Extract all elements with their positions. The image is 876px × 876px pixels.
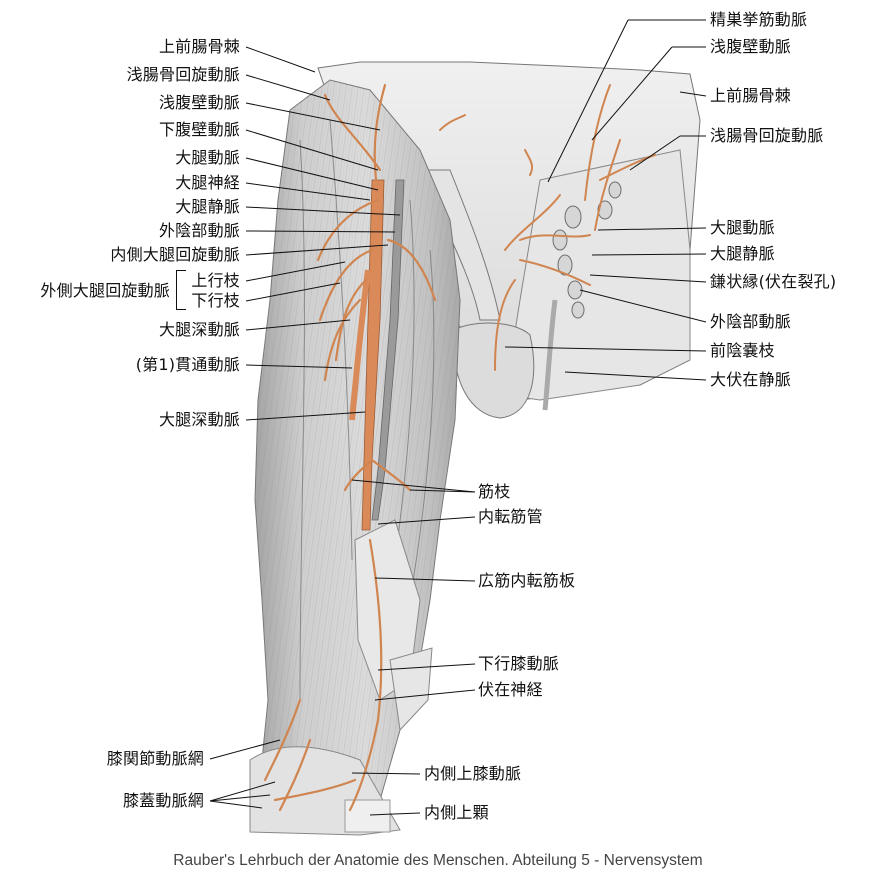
label-superficial-epigastric-artery-left: 浅腹壁動脈 [158, 93, 240, 112]
label-medial-circumflex-femoral-artery: 内側大腿回旋動脈 [110, 245, 240, 264]
label-superficial-circumflex-iliac-artery-right: 浅腸骨回旋動脈 [710, 126, 824, 145]
label-falciform-margin: 鎌状縁(伏在裂孔) [710, 272, 837, 291]
label-deep-femoral-artery-upper: 大腿深動脈 [158, 320, 240, 339]
label-vastoadductor-membrane: 広筋内転筋板 [478, 571, 576, 590]
label-lateral-circumflex-femoral-artery: 外側大腿回旋動脈 [40, 281, 170, 300]
label-inferior-epigastric-artery: 下腹壁動脈 [158, 120, 240, 139]
femoral-artery-vessel [361, 179, 385, 531]
label-patellar-network: 膝蓋動脈網 [122, 791, 204, 810]
leader-lines [209, 19, 707, 816]
label-anterior-superior-iliac-spine-left: 上前腸骨棘 [158, 37, 240, 56]
label-great-saphenous-vein: 大伏在静脈 [710, 370, 792, 389]
scrotum [453, 322, 535, 419]
source-caption: Rauber's Lehrbuch der Anatomie des Mensc… [173, 852, 703, 869]
femoral-vein-vessel [371, 179, 405, 521]
label-adductor-canal: 内転筋管 [478, 507, 543, 526]
label-femoral-nerve: 大腿神経 [175, 173, 240, 192]
label-anterior-scrotal-branches: 前陰嚢枝 [710, 341, 775, 360]
label-femoral-vein-left: 大腿静脈 [175, 197, 240, 216]
label-anterior-superior-iliac-spine-right: 上前腸骨棘 [710, 86, 792, 105]
arterial-branches [263, 83, 437, 812]
label-muscular-branches: 筋枝 [478, 482, 511, 501]
label-superficial-circumflex-iliac-artery-left: 浅腸骨回旋動脈 [126, 65, 240, 84]
label-medial-epicondyle: 内側上顆 [424, 803, 489, 822]
label-femoral-artery-left: 大腿動脈 [175, 148, 240, 167]
label-femoral-artery-right: 大腿動脈 [710, 218, 775, 237]
label-cremasteric-artery: 精巣挙筋動脈 [710, 10, 808, 29]
label-superficial-epigastric-artery-right: 浅腹壁動脈 [710, 37, 792, 56]
lymph-nodes [552, 181, 622, 319]
label-external-pudendal-artery-left: 外陰部動脈 [158, 221, 240, 240]
label-saphenous-nerve: 伏在神経 [478, 680, 543, 699]
label-descending-branch: 下行枝 [191, 291, 240, 310]
label-descending-genicular-artery: 下行膝動脈 [478, 654, 560, 673]
label-ascending-branch: 上行枝 [191, 271, 240, 290]
bracket [176, 270, 186, 310]
label-deep-femoral-artery-lower: 大腿深動脈 [158, 410, 240, 429]
label-first-perforating-artery: (第1)貫通動脈 [135, 355, 240, 374]
label-superior-medial-genicular-artery: 内側上膝動脈 [424, 764, 522, 783]
label-femoral-vein-right: 大腿静脈 [710, 244, 775, 263]
label-external-pudendal-artery-right: 外陰部動脈 [710, 312, 792, 331]
label-genicular-anastomosis: 膝関節動脈網 [106, 749, 204, 768]
